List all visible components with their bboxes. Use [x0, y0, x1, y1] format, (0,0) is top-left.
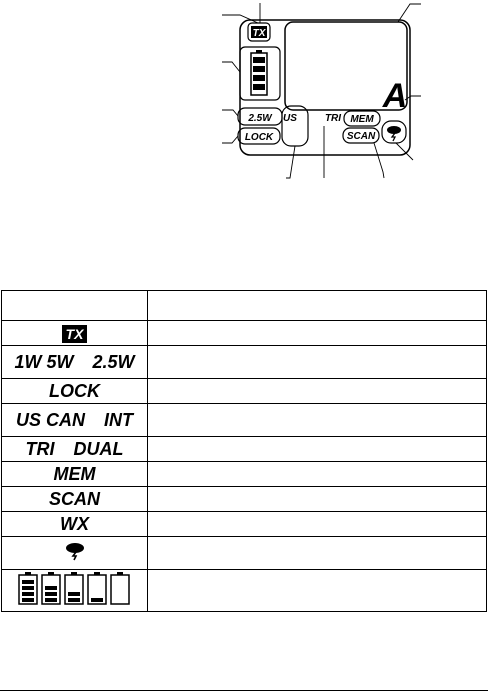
table-row: MEM: [1, 461, 487, 487]
tri-symbol: TRI: [25, 438, 55, 459]
us-label: US: [283, 113, 297, 124]
description-cell: [147, 345, 487, 379]
battery-bar: [21, 592, 34, 596]
battery-cap: [47, 572, 54, 575]
power-2-5w-symbol: 2.5W: [92, 351, 135, 372]
header-symbol-cell: [1, 290, 148, 321]
can-symbol: CAN: [46, 409, 85, 430]
description-cell: [147, 461, 487, 487]
weather-alert-icon: [387, 126, 401, 142]
mem-outline: [343, 110, 381, 127]
battery-bar: [67, 592, 80, 596]
table-row: 1W 5W 2.5W: [1, 345, 487, 379]
battery-bar: [21, 580, 34, 584]
power-5w-symbol: 5W: [46, 351, 74, 372]
battery-bar: [44, 586, 57, 590]
table-row: [1, 536, 487, 570]
battery-cap: [116, 572, 123, 575]
battery-outline: [239, 46, 281, 101]
battery-body: [109, 574, 130, 605]
tx-label: TX: [253, 28, 267, 39]
battery-body: [40, 574, 61, 605]
battery-cap: [93, 572, 100, 575]
lcd-display-diagram: TX 2.5W US LOCK TRI MEM SCAN A: [222, 3, 421, 179]
weather-alert-outline: [381, 120, 407, 144]
battery-body: [86, 574, 107, 605]
weather-alert-icon: [65, 542, 84, 560]
mem-label: MEM: [350, 114, 374, 125]
battery-cap: [70, 572, 77, 575]
description-cell: [147, 511, 487, 537]
tx-badge-fill: [251, 26, 267, 38]
battery-body: [17, 574, 38, 605]
scan-symbol: SCAN: [1, 486, 148, 512]
battery-bar: [44, 598, 57, 602]
power-label: 2.5W: [247, 113, 273, 124]
dual-symbol: DUAL: [73, 438, 124, 459]
us-symbol: US: [15, 409, 41, 430]
leader-lines: [222, 3, 421, 179]
table-row: SCAN: [1, 486, 487, 512]
table-row: TX: [1, 320, 487, 346]
battery-bar: [44, 592, 57, 596]
battery-bar: [21, 598, 34, 602]
country-outline: [281, 105, 309, 147]
header-description-cell: [148, 291, 487, 321]
description-cell: [147, 569, 487, 612]
description-cell: [147, 536, 487, 570]
table-row: [1, 569, 487, 612]
scan-label: SCAN: [347, 131, 376, 142]
bank-letter: A: [382, 77, 408, 115]
table-header-row: [1, 290, 487, 321]
description-cell: [147, 320, 487, 346]
lock-symbol: LOCK: [1, 378, 148, 404]
wx-symbol: WX: [1, 511, 148, 537]
dot-matrix-area: [284, 21, 408, 111]
table-row: US CAN INT: [1, 403, 487, 437]
table-row: LOCK: [1, 378, 487, 404]
description-cell: [147, 403, 487, 437]
battery-body: [63, 574, 84, 605]
description-cell: [147, 436, 487, 462]
battery-bar: [21, 586, 34, 590]
tx-symbol: TX: [61, 324, 88, 343]
mem-symbol: MEM: [1, 461, 148, 487]
description-cell: [147, 378, 487, 404]
battery-level-icons: [17, 572, 130, 605]
battery-bar: [67, 598, 80, 602]
battery-icon: [250, 50, 268, 96]
scan-outline: [342, 127, 380, 144]
int-symbol: INT: [104, 409, 134, 430]
table-row: TRI DUAL: [1, 436, 487, 462]
table-row: WX: [1, 511, 487, 537]
battery-bar: [90, 598, 103, 602]
description-cell: [147, 486, 487, 512]
power-1w-symbol: 1W: [14, 351, 42, 372]
page-bottom-rule: [0, 690, 488, 691]
symbol-table: TX 1W 5W 2.5W LOCK US CAN INT TRI DUAL M…: [1, 290, 487, 612]
battery-cap: [24, 572, 31, 575]
tri-label: TRI: [325, 113, 341, 124]
tx-badge-outline: [247, 22, 271, 42]
lock-label: LOCK: [245, 132, 274, 143]
